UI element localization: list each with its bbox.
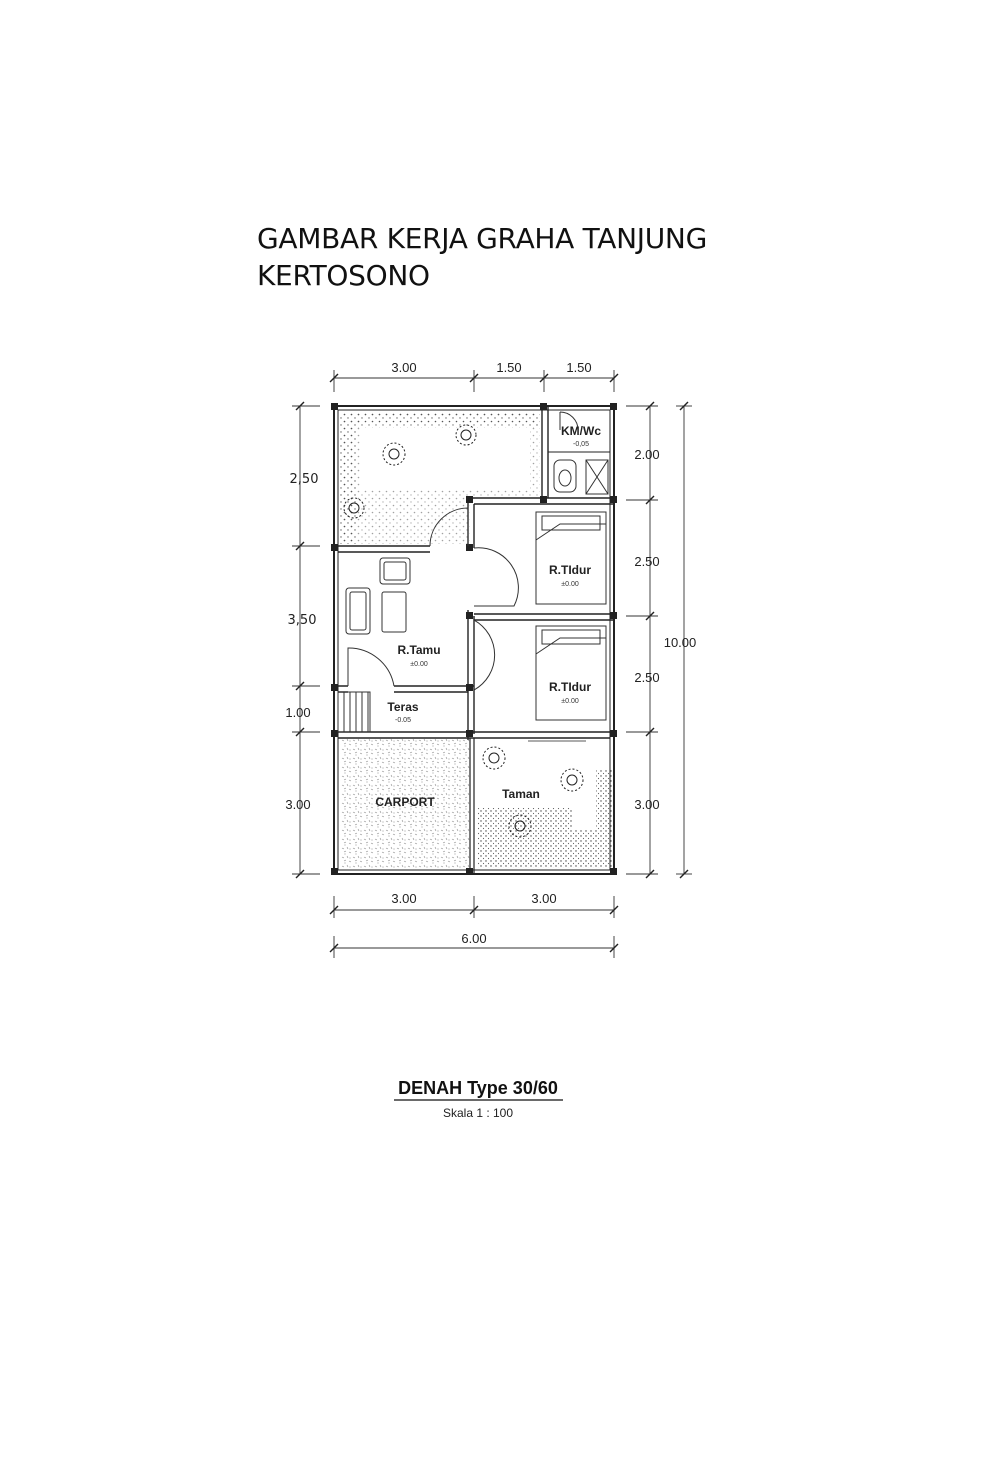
room-label-garden: Taman	[502, 787, 540, 801]
dim-right-4: 3.00	[634, 797, 659, 812]
room-level-bedroom-1: ±0.00	[561, 581, 579, 588]
room-label-bedroom-2: R.TIdur	[549, 680, 591, 694]
terrace-steps	[337, 691, 371, 733]
dim-bottom-1: 3.00	[391, 891, 416, 906]
walls	[333, 405, 615, 875]
dimension-ticks	[295, 373, 689, 953]
carport-hatch	[340, 738, 470, 868]
room-label-carport: CARPORT	[375, 795, 435, 809]
dim-top-1: 3.00	[391, 360, 416, 375]
dim-top-3: 1.50	[566, 360, 591, 375]
tree-icon	[343, 497, 365, 519]
tree-icon	[482, 746, 506, 770]
plan-caption-scale: Skala 1 : 100	[443, 1106, 513, 1120]
dim-top-2: 1.50	[496, 360, 521, 375]
title-line-2: KERTOSONO	[257, 259, 430, 292]
front-yard-hatch	[340, 412, 540, 544]
sofa-set-icon	[345, 557, 411, 635]
toilet-icon	[553, 459, 577, 493]
room-level-bedroom-2: ±0.00	[561, 698, 579, 705]
tree-icon	[455, 424, 477, 446]
room-level-terrace: -0.05	[395, 717, 411, 724]
tree-icon	[382, 442, 406, 466]
plan-caption-title: DENAH Type 30/60	[398, 1078, 558, 1098]
room-label-living-room: R.Tamu	[397, 643, 440, 657]
document-title: GAMBAR KERJA GRAHA TANJUNG KERTOSONO	[257, 220, 707, 294]
dim-overall-width: 6.00	[461, 931, 486, 946]
door-swings	[347, 411, 579, 691]
tree-icon	[560, 768, 584, 792]
dim-left-2: 3,50	[288, 613, 317, 628]
room-label-bathroom: KM/Wc	[561, 424, 601, 438]
column-markers	[331, 403, 617, 875]
dim-right-2: 2.50	[634, 554, 659, 569]
dim-right-3: 2.50	[634, 670, 659, 685]
dim-bottom-2: 3.00	[531, 891, 556, 906]
garden-hatch	[478, 770, 612, 868]
title-line-1: GAMBAR KERJA GRAHA TANJUNG	[257, 222, 707, 255]
room-level-living-room: ±0.00	[410, 661, 428, 668]
dim-left-4: 3.00	[285, 797, 310, 812]
dim-left-1: 2,50	[290, 472, 319, 487]
room-level-bathroom: -0,05	[573, 441, 589, 448]
dim-overall-height: 10.00	[664, 635, 697, 650]
bed-icon	[535, 511, 607, 605]
dim-left-3: 1.00	[285, 705, 310, 720]
dim-right-1: 2.00	[634, 447, 659, 462]
shower-tray-icon	[585, 459, 609, 495]
room-label-terrace: Teras	[387, 700, 418, 714]
bed-icon	[535, 625, 607, 721]
room-label-bedroom-1: R.TIdur	[549, 563, 591, 577]
tree-icon	[508, 814, 532, 838]
